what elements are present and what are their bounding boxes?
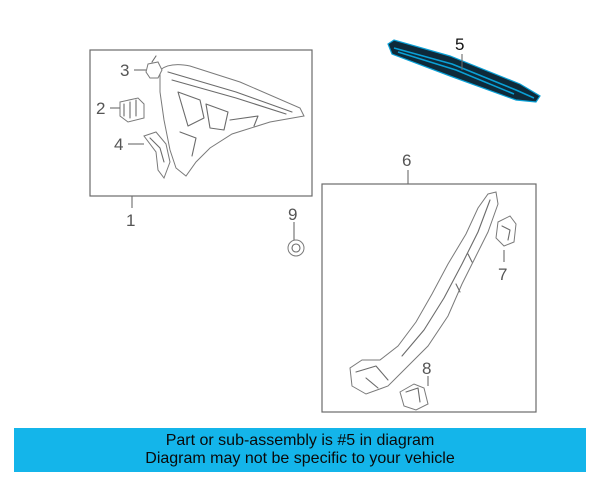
callout-9: 9 [288, 205, 297, 224]
trim-strip-part-5 [387, 39, 541, 103]
info-banner: Part or sub-assembly is #5 in diagram Di… [14, 428, 586, 472]
parts-diagram: 1 3 2 4 5 9 6 [89, 35, 541, 413]
clip-part-7 [495, 215, 517, 247]
group-6-frame [321, 183, 537, 413]
callout-7: 7 [498, 265, 507, 284]
bracket-part-8 [399, 383, 429, 411]
seal-part-4 [143, 131, 171, 180]
bracket-part-2 [119, 97, 145, 123]
banner-line-1: Part or sub-assembly is #5 in diagram [165, 432, 435, 449]
callout-8: 8 [422, 359, 431, 378]
callout-4: 4 [114, 135, 123, 154]
push-nut-part-9 [287, 239, 305, 257]
callout-1: 1 [126, 211, 135, 230]
callout-6: 6 [402, 151, 411, 170]
callout-3: 3 [120, 61, 129, 80]
pillar-trim-part-6 [349, 191, 499, 395]
callout-5: 5 [455, 35, 464, 54]
banner-line-2: Diagram may not be specific to your vehi… [145, 450, 455, 467]
clip-part-3 [145, 55, 163, 79]
group-1-frame [89, 49, 313, 197]
quarter-trim-panel [159, 64, 305, 177]
callout-2: 2 [96, 99, 105, 118]
